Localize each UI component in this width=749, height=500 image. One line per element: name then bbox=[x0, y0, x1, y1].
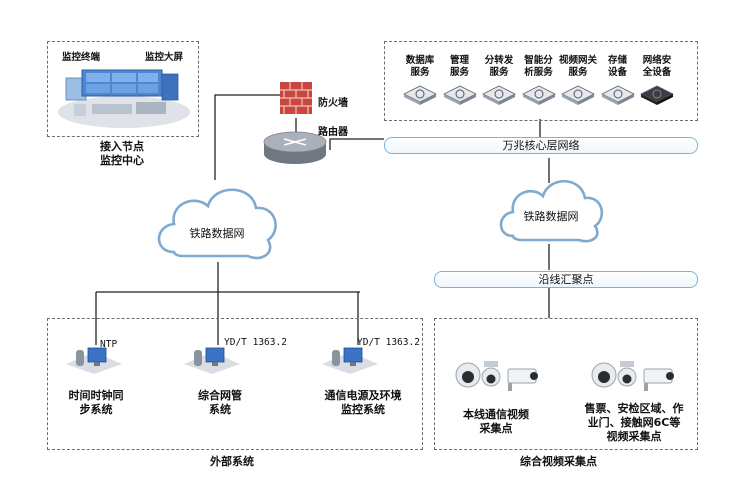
firewall-label: 防火墙 bbox=[318, 98, 348, 109]
video-wall-illustration bbox=[58, 69, 190, 128]
station-video-label-2: 业门、接触网6C等 bbox=[587, 416, 681, 429]
left-cloud-shape bbox=[157, 188, 277, 260]
monitor-center-box bbox=[47, 41, 199, 137]
time-sync-system-label-2: 步系统 bbox=[79, 403, 113, 416]
external-box-label: 外部系统 bbox=[210, 455, 254, 468]
network-mgmt-system-label-1: 综合网管 bbox=[198, 389, 242, 402]
server-management-icon bbox=[442, 85, 477, 105]
firewall-icon bbox=[280, 82, 312, 114]
video-box-label: 综合视频采集点 bbox=[520, 455, 597, 468]
server-forwarding-icon bbox=[482, 85, 516, 105]
server-video-gateway-label-2: 服务 bbox=[568, 67, 588, 78]
right-cloud-label: 铁路数据网 bbox=[523, 210, 579, 223]
network-mgmt-workstation-icon bbox=[184, 347, 240, 374]
server-security-label-2: 全设备 bbox=[642, 67, 672, 78]
station-video-label-3: 视频采集点 bbox=[606, 430, 662, 443]
right-cloud-shape bbox=[499, 180, 604, 243]
server-database-label-2: 服务 bbox=[410, 67, 430, 78]
server-storage-label-1: 存储 bbox=[607, 55, 627, 66]
left-cloud-label: 铁路数据网 bbox=[189, 227, 245, 240]
server-video-gateway-label-1: 视频网关 bbox=[558, 55, 597, 66]
server-analytics-label-1: 智能分 bbox=[524, 55, 553, 66]
monitor-center-title-1: 接入节点 bbox=[100, 140, 144, 153]
server-management-label-1: 管理 bbox=[449, 55, 469, 66]
router-icon bbox=[263, 131, 327, 164]
time-sync-workstation-icon bbox=[66, 347, 122, 374]
core-network-bar: 万兆核心层网络 bbox=[384, 137, 698, 154]
monitor-screen-label: 监控大屏 bbox=[145, 52, 184, 63]
server-video-gateway-icon bbox=[561, 85, 595, 105]
server-storage-label-2: 设备 bbox=[607, 67, 627, 78]
server-forwarding-label-2: 服务 bbox=[489, 67, 509, 78]
ntp-label: NTP bbox=[100, 339, 118, 350]
standard-label-2: YD/T 1363.2 bbox=[357, 337, 420, 348]
aggregation-bar: 沿线汇聚点 bbox=[434, 271, 698, 288]
server-management-label-2: 服务 bbox=[449, 67, 469, 78]
station-video-label-1: 售票、安检区域、作 bbox=[584, 402, 684, 415]
monitor-center-title-2: 监控中心 bbox=[100, 154, 144, 167]
station-camera-group-icon bbox=[591, 361, 674, 391]
server-forwarding-label-1: 分转发 bbox=[484, 55, 514, 66]
line-video-label-2: 采集点 bbox=[479, 422, 513, 435]
monitor-terminal-label: 监控终端 bbox=[62, 52, 101, 63]
server-analytics-label-2: 析服务 bbox=[524, 67, 553, 78]
external-systems-box bbox=[47, 318, 423, 450]
power-env-system-label-1: 通信电源及环境 bbox=[324, 389, 402, 402]
line-video-label-1: 本线通信视频 bbox=[463, 408, 529, 421]
server-analytics-icon bbox=[521, 85, 556, 105]
network-mgmt-system-label-2: 系统 bbox=[209, 403, 231, 416]
server-security-icon bbox=[640, 85, 674, 105]
server-security-label-1: 网络安 bbox=[642, 55, 672, 66]
line-camera-group-icon bbox=[455, 361, 538, 391]
server-database-icon bbox=[403, 85, 437, 105]
server-database-label-1: 数据库 bbox=[405, 55, 435, 66]
time-sync-system-label-1: 时间时钟同 bbox=[68, 389, 124, 402]
router-label: 路由器 bbox=[318, 127, 348, 138]
power-env-workstation-icon bbox=[322, 347, 378, 374]
video-collection-box bbox=[434, 318, 698, 450]
standard-label-1: YD/T 1363.2 bbox=[224, 337, 287, 348]
server-room-box bbox=[384, 41, 698, 121]
server-storage-icon bbox=[600, 85, 635, 105]
power-env-system-label-2: 监控系统 bbox=[341, 403, 385, 416]
